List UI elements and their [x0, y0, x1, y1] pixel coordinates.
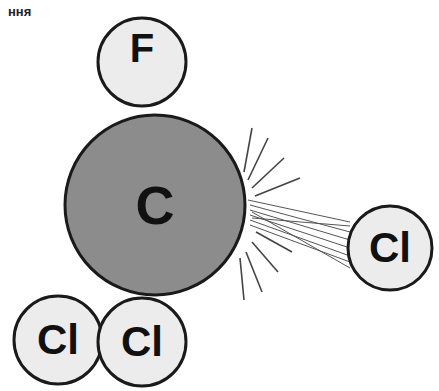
fluorine-atom: F — [96, 16, 188, 108]
element-symbol: Cl — [37, 319, 79, 361]
chlorine-atom: Cl — [96, 296, 188, 388]
element-symbol: F — [130, 28, 154, 68]
element-symbol: C — [136, 178, 175, 232]
chlorine-atom: Cl — [12, 294, 104, 386]
carbon-atom: C — [63, 113, 247, 297]
element-symbol: Cl — [369, 227, 411, 269]
element-symbol: Cl — [121, 321, 163, 363]
chlorine-atom: Cl — [346, 204, 434, 292]
caption-fragment: ння — [8, 4, 31, 19]
